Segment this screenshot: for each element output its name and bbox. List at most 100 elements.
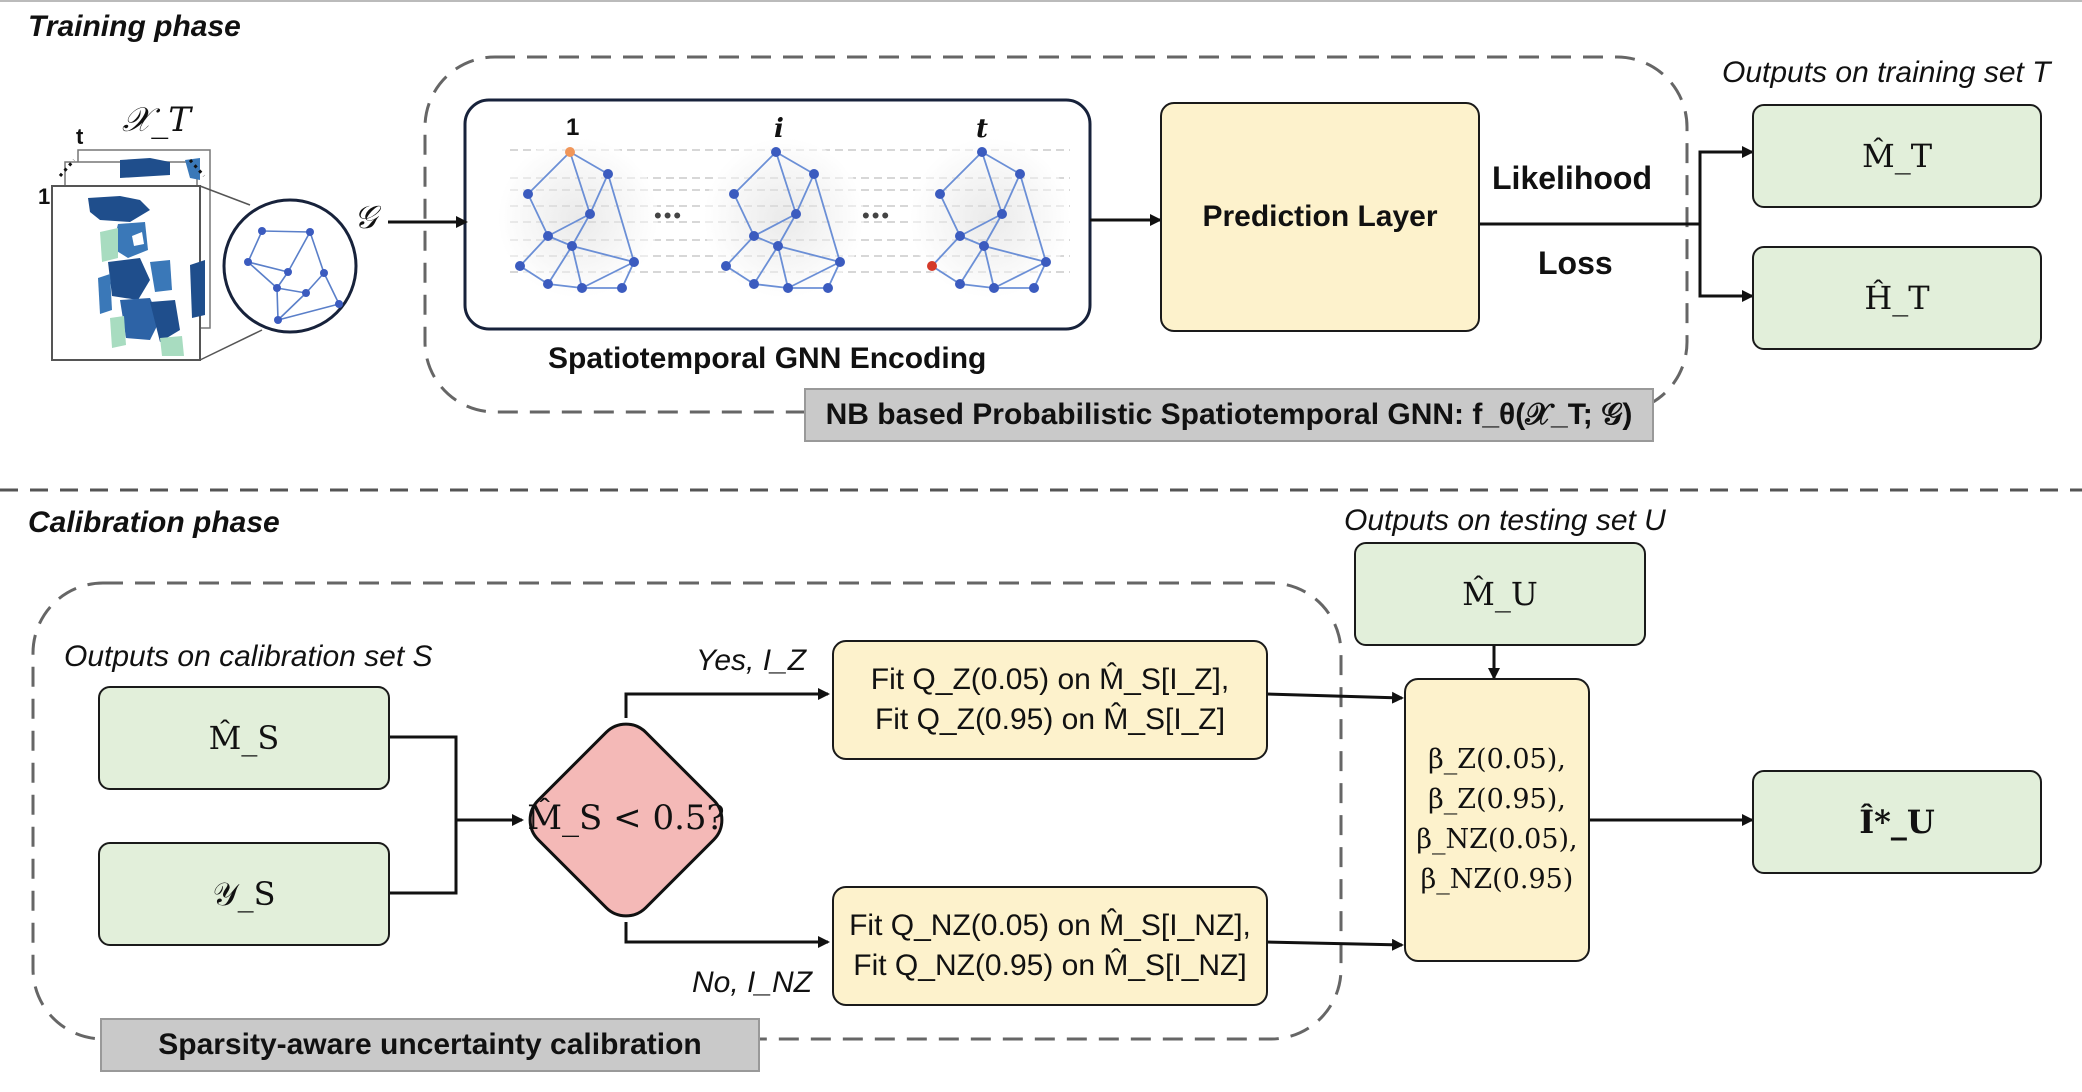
graph-slice-edge	[813, 173, 841, 263]
decision-label: M̂_S < 0.5?	[527, 798, 725, 838]
graph-slice-edge	[983, 213, 1003, 247]
graph-slice-edge	[983, 245, 1047, 263]
graph-slice-node	[955, 231, 965, 241]
graph-slice-edge	[527, 193, 549, 237]
zoom-line-top	[199, 185, 251, 206]
calibration-module-caption-box: Sparsity-aware uncertainty calibration	[100, 1018, 760, 1072]
model-caption-box: NB based Probabilistic Spatiotemporal GN…	[804, 388, 1654, 442]
graph-slice-edge	[959, 245, 985, 285]
graph-slice-node	[729, 189, 739, 199]
graph-slice-node	[1015, 169, 1025, 179]
prediction-layer-label: Prediction Layer	[1202, 200, 1438, 233]
graph-slice-edge	[983, 245, 995, 289]
graph-slice-node	[585, 209, 595, 219]
calibration-outputs-caption: Outputs on calibration set S	[64, 640, 433, 673]
graph-slice-node	[617, 283, 627, 293]
graph-slice-edge	[753, 245, 779, 285]
graph-slice-edge	[725, 265, 755, 285]
graph-slice-node	[565, 147, 575, 157]
arrow-fit-nz-to-beta	[1265, 938, 1404, 951]
graph-slice-edge	[931, 265, 961, 285]
fit-nz-line1: Fit Q_NZ(0.05) on M̂_S[I_NZ],	[849, 909, 1251, 942]
fit-z-line2: Fit Q_Z(0.95) on M̂_S[I_Z]	[874, 703, 1226, 736]
graph-slice-node	[955, 279, 965, 289]
graph-slice-edge	[775, 151, 797, 215]
arrow-fit-z-to-beta	[1265, 691, 1404, 704]
graph-slice-edge	[939, 151, 983, 195]
graph-slice-node	[543, 279, 553, 289]
graph-slice-node	[809, 169, 819, 179]
graph-slice-node	[629, 257, 639, 267]
graph-slice-node	[977, 147, 987, 157]
loss-label-line1: Likelihood	[1492, 160, 1652, 196]
beta-line-4: β_NZ(0.95)	[1420, 864, 1574, 895]
final-output-label: Î*_U	[1859, 803, 1935, 841]
graph-slice-edge	[931, 235, 961, 267]
beta-line-3: β_NZ(0.05),	[1416, 824, 1578, 855]
calibration-module-caption: Sparsity-aware uncertainty calibration	[158, 1028, 702, 1061]
graph-slice-edge	[733, 193, 755, 237]
fit-nz-box: Fit Q_NZ(0.05) on M̂_S[I_NZ], Fit Q_NZ(0…	[832, 886, 1268, 1006]
graph-slice-edge	[1001, 173, 1021, 215]
encoding-title: Spatiotemporal GNN Encoding	[548, 342, 987, 375]
graph-slice-node	[791, 209, 801, 219]
graph-slice-node	[567, 241, 577, 251]
testing-outputs-caption: Outputs on testing set U	[1344, 504, 1666, 537]
step-label-t: t	[976, 114, 989, 144]
graph-slice-edge	[519, 235, 549, 267]
spatiotemporal-graphs	[498, 138, 1070, 298]
graph-slice-node	[523, 189, 533, 199]
model-caption-label: NB based Probabilistic Spatiotemporal GN…	[825, 398, 1633, 431]
graph-slice-edge	[959, 213, 1003, 237]
graph-slice-edge	[571, 245, 583, 289]
calib-input-y-box: 𝒴_S	[98, 842, 390, 946]
graph-slice-node	[773, 241, 783, 251]
graph-slice-edge	[547, 245, 573, 285]
frame-first-label: 1	[38, 184, 51, 209]
arrow-no-branch	[624, 922, 830, 948]
input-map-stack	[51, 149, 211, 361]
graph-slice-edge	[547, 283, 583, 289]
training-phase-title: Training phase	[28, 10, 241, 43]
graph-slice-edge	[569, 151, 609, 175]
train-output-h-label: Ĥ_T	[1864, 279, 1930, 317]
decision-diamond	[528, 722, 724, 918]
test-output-m-label: M̂_U	[1462, 575, 1538, 613]
graph-slice-node	[783, 283, 793, 293]
arrow-yes-branch	[624, 688, 830, 718]
zoom-line-bottom	[199, 329, 263, 361]
ellipsis-left: •••	[654, 203, 684, 228]
yes-branch-label: Yes, I_Z	[696, 644, 807, 677]
graph-slice-node	[771, 147, 781, 157]
graph-slice-edge	[959, 283, 995, 289]
graph-slice-edge	[981, 151, 1021, 175]
graph-slice-node	[997, 209, 1007, 219]
graph-slice-node	[935, 189, 945, 199]
graph-slice-node	[1041, 257, 1051, 267]
graph-slice-edge	[527, 151, 571, 195]
graph-slice-node	[1029, 283, 1039, 293]
graph-slice-node	[603, 169, 613, 179]
graph-slice-edge	[571, 213, 591, 247]
beta-line-2: β_Z(0.95),	[1428, 784, 1566, 815]
graph-slice-node	[835, 257, 845, 267]
calibration-phase-title: Calibration phase	[28, 506, 280, 539]
calib-input-y-label: 𝒴_S	[212, 874, 276, 913]
training-outputs-caption: Outputs on training set T	[1722, 56, 2051, 89]
graph-slice-edge	[993, 261, 1047, 289]
graph-slice-edge	[777, 213, 797, 247]
graph-slice-node	[543, 231, 553, 241]
beta-line-1: β_Z(0.05),	[1428, 744, 1566, 775]
graph-slice-edge	[775, 151, 815, 175]
graph-slice-edge	[753, 213, 797, 237]
graph-slice-node	[823, 283, 833, 293]
graph-slice-node	[979, 241, 989, 251]
graph-label: 𝒢	[354, 198, 377, 236]
graph-slice-node	[927, 261, 937, 271]
test-output-m-box: M̂_U	[1354, 542, 1646, 646]
graph-slice-edge	[777, 245, 841, 263]
final-output-box: Î*_U	[1752, 770, 2042, 874]
arrow-to-m-train	[1698, 146, 1754, 224]
graph-slice-node	[515, 261, 525, 271]
